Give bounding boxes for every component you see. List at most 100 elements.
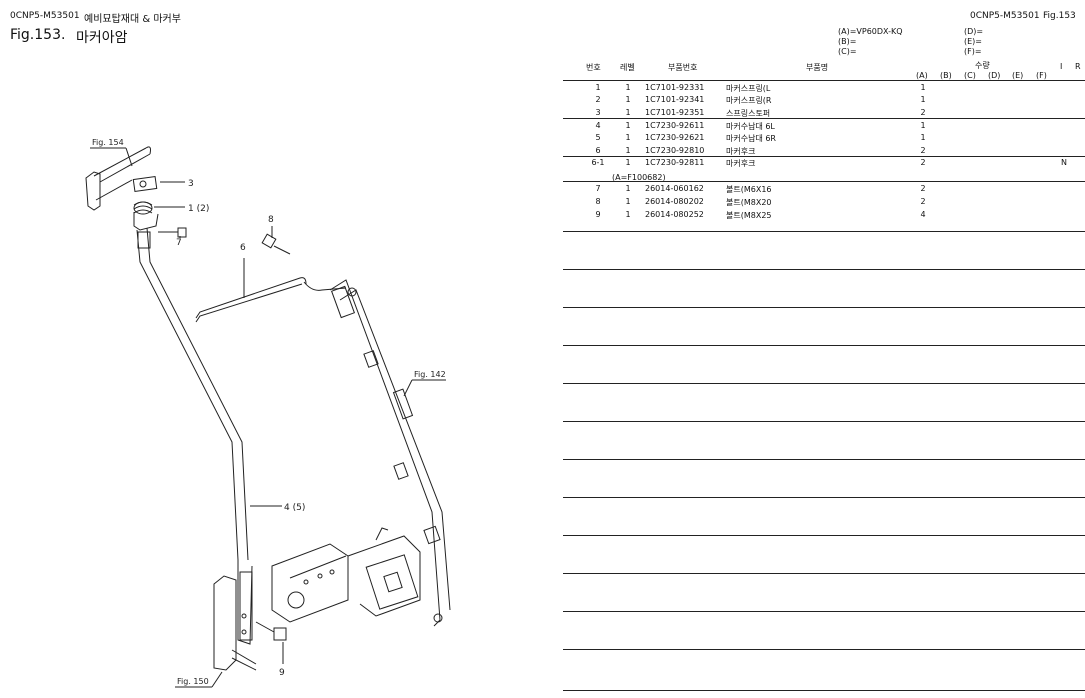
model-e: (E)= — [964, 37, 982, 46]
table-rule — [563, 156, 1085, 157]
table-cell-level: 1 — [625, 121, 631, 130]
table-cell-a: 2 — [920, 108, 926, 117]
table-rule — [563, 573, 1085, 574]
table-cell-no: 5 — [595, 133, 601, 142]
fig150-ref: Fig. 150 — [177, 677, 209, 686]
table-cell-name: 볼트(M8X20 — [726, 198, 772, 207]
col-qty-b: (B) — [940, 71, 952, 80]
marker-hook-6 — [195, 277, 347, 323]
table-cell-part_no: 1C7230-92811 — [645, 158, 705, 167]
leader-line — [211, 671, 223, 688]
col-r-header: R — [1075, 62, 1081, 71]
table-rule — [563, 459, 1085, 460]
table-cell-a: 2 — [920, 184, 926, 193]
table-cell-level: 1 — [625, 210, 631, 219]
table-rule — [563, 80, 1085, 81]
model-b: (B)= — [838, 37, 857, 46]
doc-code-right: 0CNP5-M53501 — [970, 11, 1040, 21]
table-cell-part_no: 26014-080252 — [645, 210, 704, 219]
col-qty-d: (D) — [988, 71, 1001, 80]
table-cell-level: 1 — [625, 83, 631, 92]
table-rule — [563, 383, 1085, 384]
table-cell-a: 2 — [920, 146, 926, 155]
table-rule — [563, 118, 1085, 119]
table-rule — [563, 421, 1085, 422]
fig142-ref: Fig. 142 — [414, 370, 446, 379]
table-rule — [563, 535, 1085, 536]
fig-name: 마커아암 — [76, 30, 128, 46]
marker-arm-rod — [133, 212, 249, 561]
col-partno-header: 부품번호 — [668, 63, 698, 72]
bolt-8 — [261, 233, 291, 255]
col-qty-a: (A) — [916, 71, 928, 80]
col-level-header: 레벨 — [620, 63, 635, 72]
leader-line — [403, 379, 413, 397]
table-cell-no: 7 — [595, 184, 601, 193]
model-d: (D)= — [964, 27, 984, 36]
marker-storage-bracket — [213, 560, 257, 671]
table-cell-name: 마커수납대 6R — [726, 134, 776, 143]
table-rule — [563, 690, 1085, 691]
table-cell-no: 6-1 — [591, 158, 605, 167]
col-qty-f: (F) — [1036, 71, 1047, 80]
table-cell-level: 1 — [625, 158, 631, 167]
table-cell-name: 볼트(M6X16 — [726, 185, 772, 194]
table-cell-level: 1 — [625, 197, 631, 206]
table-cell-name: 마커수납대 6L — [726, 122, 775, 131]
table-cell-level: 1 — [625, 95, 631, 104]
table-cell-a: 1 — [920, 95, 926, 104]
lower-bracket-assembly — [271, 527, 443, 623]
table-rule — [563, 231, 1085, 232]
col-i-header: I — [1060, 62, 1063, 71]
table-cell-name: 스프링스토퍼 — [726, 109, 771, 118]
table-cell-a: 2 — [920, 197, 926, 206]
bolt-7 — [158, 227, 187, 238]
fig-ref-right: Fig.153 — [1043, 11, 1076, 21]
section-title: 예비묘탑재대 & 마커부 — [84, 14, 181, 25]
row-note: (A=F100682) — [612, 173, 666, 182]
table-cell-part_no: 1C7101-92341 — [645, 95, 705, 104]
fig-title: Fig.153. — [10, 27, 66, 43]
table-cell-part_no: 1C7101-92331 — [645, 83, 705, 92]
model-a: (A)=VP60DX-KQ — [838, 27, 903, 36]
table-cell-level: 1 — [625, 146, 631, 155]
table-cell-name: 마커스프링(L — [726, 84, 771, 93]
col-qty-e: (E) — [1012, 71, 1024, 80]
callout-1-2: 1 (2) — [188, 204, 209, 214]
bolt-9 — [255, 621, 287, 641]
table-cell-level: 1 — [625, 108, 631, 117]
table-rule — [563, 497, 1085, 498]
table-cell-level: 1 — [625, 184, 631, 193]
model-c: (C)= — [838, 47, 857, 56]
table-cell-part_no: 26014-060162 — [645, 184, 704, 193]
table-cell-no: 6 — [595, 146, 601, 155]
table-cell-no: 3 — [595, 108, 601, 117]
table-rule — [563, 611, 1085, 612]
col-qty-c: (C) — [964, 71, 976, 80]
table-cell-level: 1 — [625, 133, 631, 142]
callout-9: 9 — [279, 668, 285, 678]
col-no-header: 번호 — [586, 63, 601, 72]
table-cell-name: 볼트(M8X25 — [726, 211, 772, 220]
table-cell-no: 2 — [595, 95, 601, 104]
callout-8: 8 — [268, 215, 274, 225]
table-cell-a: 1 — [920, 133, 926, 142]
table-rule — [563, 649, 1085, 650]
table-rule — [563, 345, 1085, 346]
table-rule — [563, 269, 1085, 270]
table-rule — [563, 307, 1085, 308]
fig154-ref: Fig. 154 — [92, 138, 124, 147]
spring-assembly — [85, 146, 158, 215]
col-partname-header: 부품명 — [806, 63, 829, 72]
callout-3: 3 — [188, 179, 194, 189]
table-cell-no: 8 — [595, 197, 601, 206]
table-cell-no: 1 — [595, 83, 601, 92]
table-cell-part_no: 1C7230-92611 — [645, 121, 705, 130]
table-cell-no: 4 — [595, 121, 601, 130]
table-cell-part_no: 1C7101-92351 — [645, 108, 705, 117]
table-cell-name: 마커후크 — [726, 147, 756, 156]
model-f: (F)= — [964, 47, 982, 56]
table-cell-part_no: 1C7230-92810 — [645, 146, 705, 155]
exploded-diagram: Fig. 154 3 1 (2) 7 4 (5) 6 — [85, 138, 451, 688]
callout-4-5: 4 (5) — [284, 503, 305, 513]
